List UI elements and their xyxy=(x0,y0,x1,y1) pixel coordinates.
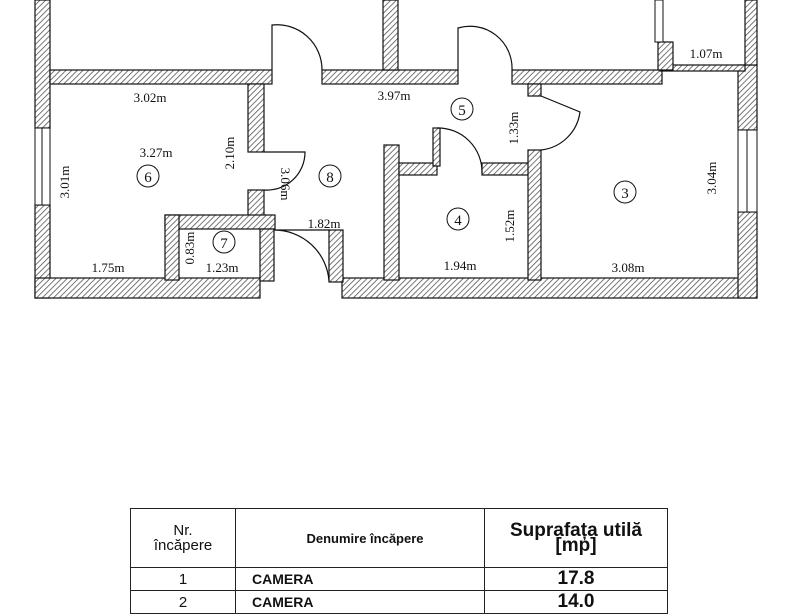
room-3-number: 3 xyxy=(621,186,629,202)
row-room-number: 1 xyxy=(130,567,236,591)
wall-room3-left xyxy=(527,149,542,281)
door-room7 xyxy=(273,229,330,282)
window-top-right xyxy=(654,0,664,43)
outer-wall-right-bottom xyxy=(737,211,758,299)
wall-top-right xyxy=(511,69,663,85)
dim-closet-width: 1.07m xyxy=(690,46,723,61)
room-8-number: 8 xyxy=(326,170,334,186)
dim-room7-height: 0.83m xyxy=(182,232,197,265)
door-room3 xyxy=(540,95,581,151)
dim-room6-width-top: 3.02m xyxy=(134,90,167,105)
wall-room7-top xyxy=(164,214,276,230)
header-room-name: Denumire încăpere xyxy=(235,508,485,568)
room-5-number: 5 xyxy=(458,103,466,119)
room-numbers: 6 8 5 4 3 7 xyxy=(144,103,629,252)
dimension-labels: 3.02m 3.27m 3.01m 2.10m 1.75m 0.83m 1.23… xyxy=(57,46,722,275)
row-room-area: 17.8 xyxy=(484,567,668,591)
dim-room4-width: 1.94m xyxy=(444,258,477,273)
door-room6 xyxy=(263,151,306,191)
room-5-circle xyxy=(450,97,474,121)
room-3-circle xyxy=(613,180,637,204)
room-4-number: 4 xyxy=(454,213,462,229)
windows xyxy=(34,0,758,213)
room-markers xyxy=(136,97,637,254)
row-room-name: CAMERA xyxy=(235,567,485,591)
room-areas-table: Nr. încăpere Denumire încăpere Suprafața… xyxy=(130,508,668,614)
dim-room3-width: 3.08m xyxy=(612,260,645,275)
dim-hall-width: 1.82m xyxy=(308,216,341,231)
header-usable-area: Suprafața utilă [mp] xyxy=(484,508,668,568)
wall-hall-right xyxy=(383,144,400,281)
dim-room6-height: 3.01m xyxy=(57,166,72,199)
dim-room6-wall: 2.10m xyxy=(222,137,237,170)
room-6-circle xyxy=(136,164,160,188)
dim-room6-inner: 3.27m xyxy=(140,145,173,160)
row-room-name: CAMERA xyxy=(235,590,485,614)
dim-room6-bottom: 1.75m xyxy=(92,260,125,275)
outer-wall-left-top xyxy=(34,0,51,129)
row-room-number: 2 xyxy=(130,590,236,614)
door-room2 xyxy=(457,25,513,71)
dim-room5-height: 1.33m xyxy=(506,112,521,145)
wall-room4-door-post xyxy=(432,127,441,167)
wall-room4-top-right xyxy=(481,162,531,176)
outer-wall-right-top xyxy=(737,64,758,131)
outer-wall-bottom-left xyxy=(34,277,261,299)
dim-room7-width: 1.23m xyxy=(206,260,239,275)
wall-room4-top-left xyxy=(398,162,438,176)
wall-room7-right xyxy=(259,228,275,282)
room-4-circle xyxy=(446,207,470,231)
floor-plan: 6 8 5 4 3 7 3.02m 3.27m 3.01m 2.10m 1.75… xyxy=(34,0,758,299)
dim-hall-length: 3.97m xyxy=(378,88,411,103)
wall-room3-top-stub xyxy=(527,83,542,97)
dim-room4-height: 1.52m xyxy=(502,210,517,243)
wall-room6-upper xyxy=(247,83,265,153)
room-8-circle xyxy=(318,164,342,188)
dim-hall-height: 3.06m xyxy=(278,168,293,201)
header-room-number: Nr. încăpere xyxy=(130,508,236,568)
wall-closet xyxy=(657,41,674,71)
table-row: 1 CAMERA 17.8 xyxy=(130,567,668,591)
table-row: 2 CAMERA 14.0 xyxy=(130,590,668,614)
walls xyxy=(34,0,758,299)
room-7-number: 7 xyxy=(220,236,228,252)
wall-room6-lower xyxy=(247,189,265,219)
row-room-area: 14.0 xyxy=(484,590,668,614)
wall-room7-left xyxy=(164,214,180,281)
outer-wall-bottom-right xyxy=(341,277,758,299)
wall-top-left xyxy=(49,69,273,85)
dim-room3-height: 3.04m xyxy=(704,162,719,195)
wall-top-middle xyxy=(321,69,459,85)
room-7-circle xyxy=(212,230,236,254)
doors xyxy=(263,24,581,282)
door-hall-top xyxy=(271,24,323,71)
wall-hall-bottom xyxy=(328,229,344,283)
room-6-number: 6 xyxy=(144,170,152,186)
wall-upper-divider xyxy=(382,0,399,71)
outer-wall-right-upper xyxy=(744,0,758,66)
door-room4 xyxy=(436,127,483,174)
table-header-row: Nr. încăpere Denumire încăpere Suprafața… xyxy=(130,508,668,568)
